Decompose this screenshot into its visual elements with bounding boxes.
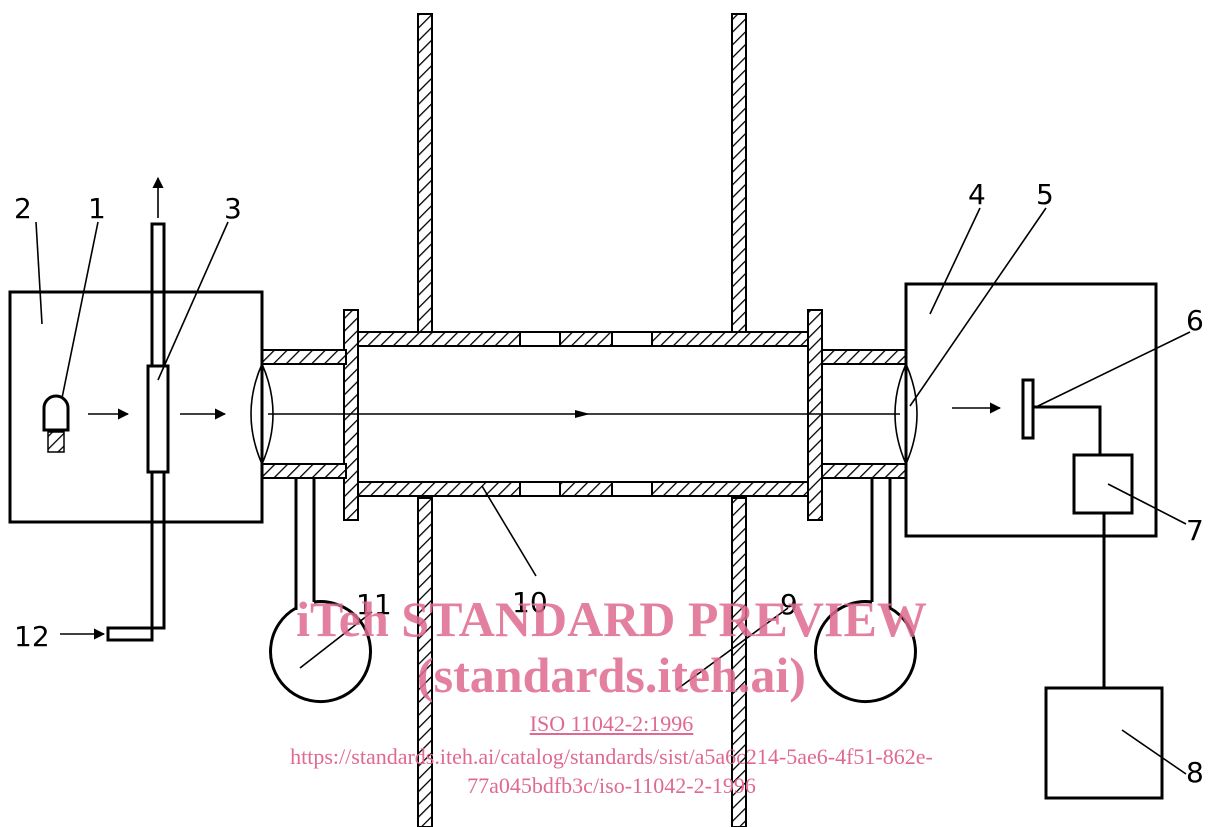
label-11: 11 <box>356 588 392 621</box>
label-5: 5 <box>1036 178 1054 211</box>
number-labels: 1 2 3 4 5 6 7 8 9 10 11 12 <box>14 178 1204 789</box>
label-1: 1 <box>88 192 106 225</box>
label-9: 9 <box>780 588 798 621</box>
label-7: 7 <box>1186 514 1204 547</box>
connecting-pipes <box>261 349 907 479</box>
label-10: 10 <box>512 586 548 619</box>
light-source-housing <box>8 290 264 524</box>
watermark-url-line1: https://standards.iteh.ai/catalog/standa… <box>290 744 933 769</box>
left-fan <box>269 478 372 704</box>
watermark-url-line2: 77a045bdfb3c/iso-11042-2-1996 <box>467 773 756 798</box>
watermark-title: iTeh STANDARD PREVIEW <box>296 591 927 647</box>
light-beam <box>88 402 1002 420</box>
right-fan <box>814 478 917 704</box>
label-8: 8 <box>1186 756 1204 789</box>
label-2: 2 <box>14 192 32 225</box>
label-12: 12 <box>14 620 50 653</box>
filter-slide <box>60 176 170 642</box>
flanges <box>343 309 823 521</box>
watermark-site: (standards.iteh.ai) <box>417 647 806 703</box>
label-3: 3 <box>224 192 242 225</box>
leader-lines <box>35 207 1191 775</box>
label-6: 6 <box>1186 304 1204 337</box>
receiver-housing <box>904 282 1158 538</box>
lamp-icon <box>42 394 70 453</box>
label-4: 4 <box>968 178 986 211</box>
duct-walls <box>417 13 747 827</box>
photocell <box>1021 378 1102 455</box>
recorder-box <box>1044 686 1164 800</box>
watermark-code-link[interactable]: ISO 11042-2:1996 <box>529 711 694 736</box>
amplifier-box <box>1072 453 1134 515</box>
